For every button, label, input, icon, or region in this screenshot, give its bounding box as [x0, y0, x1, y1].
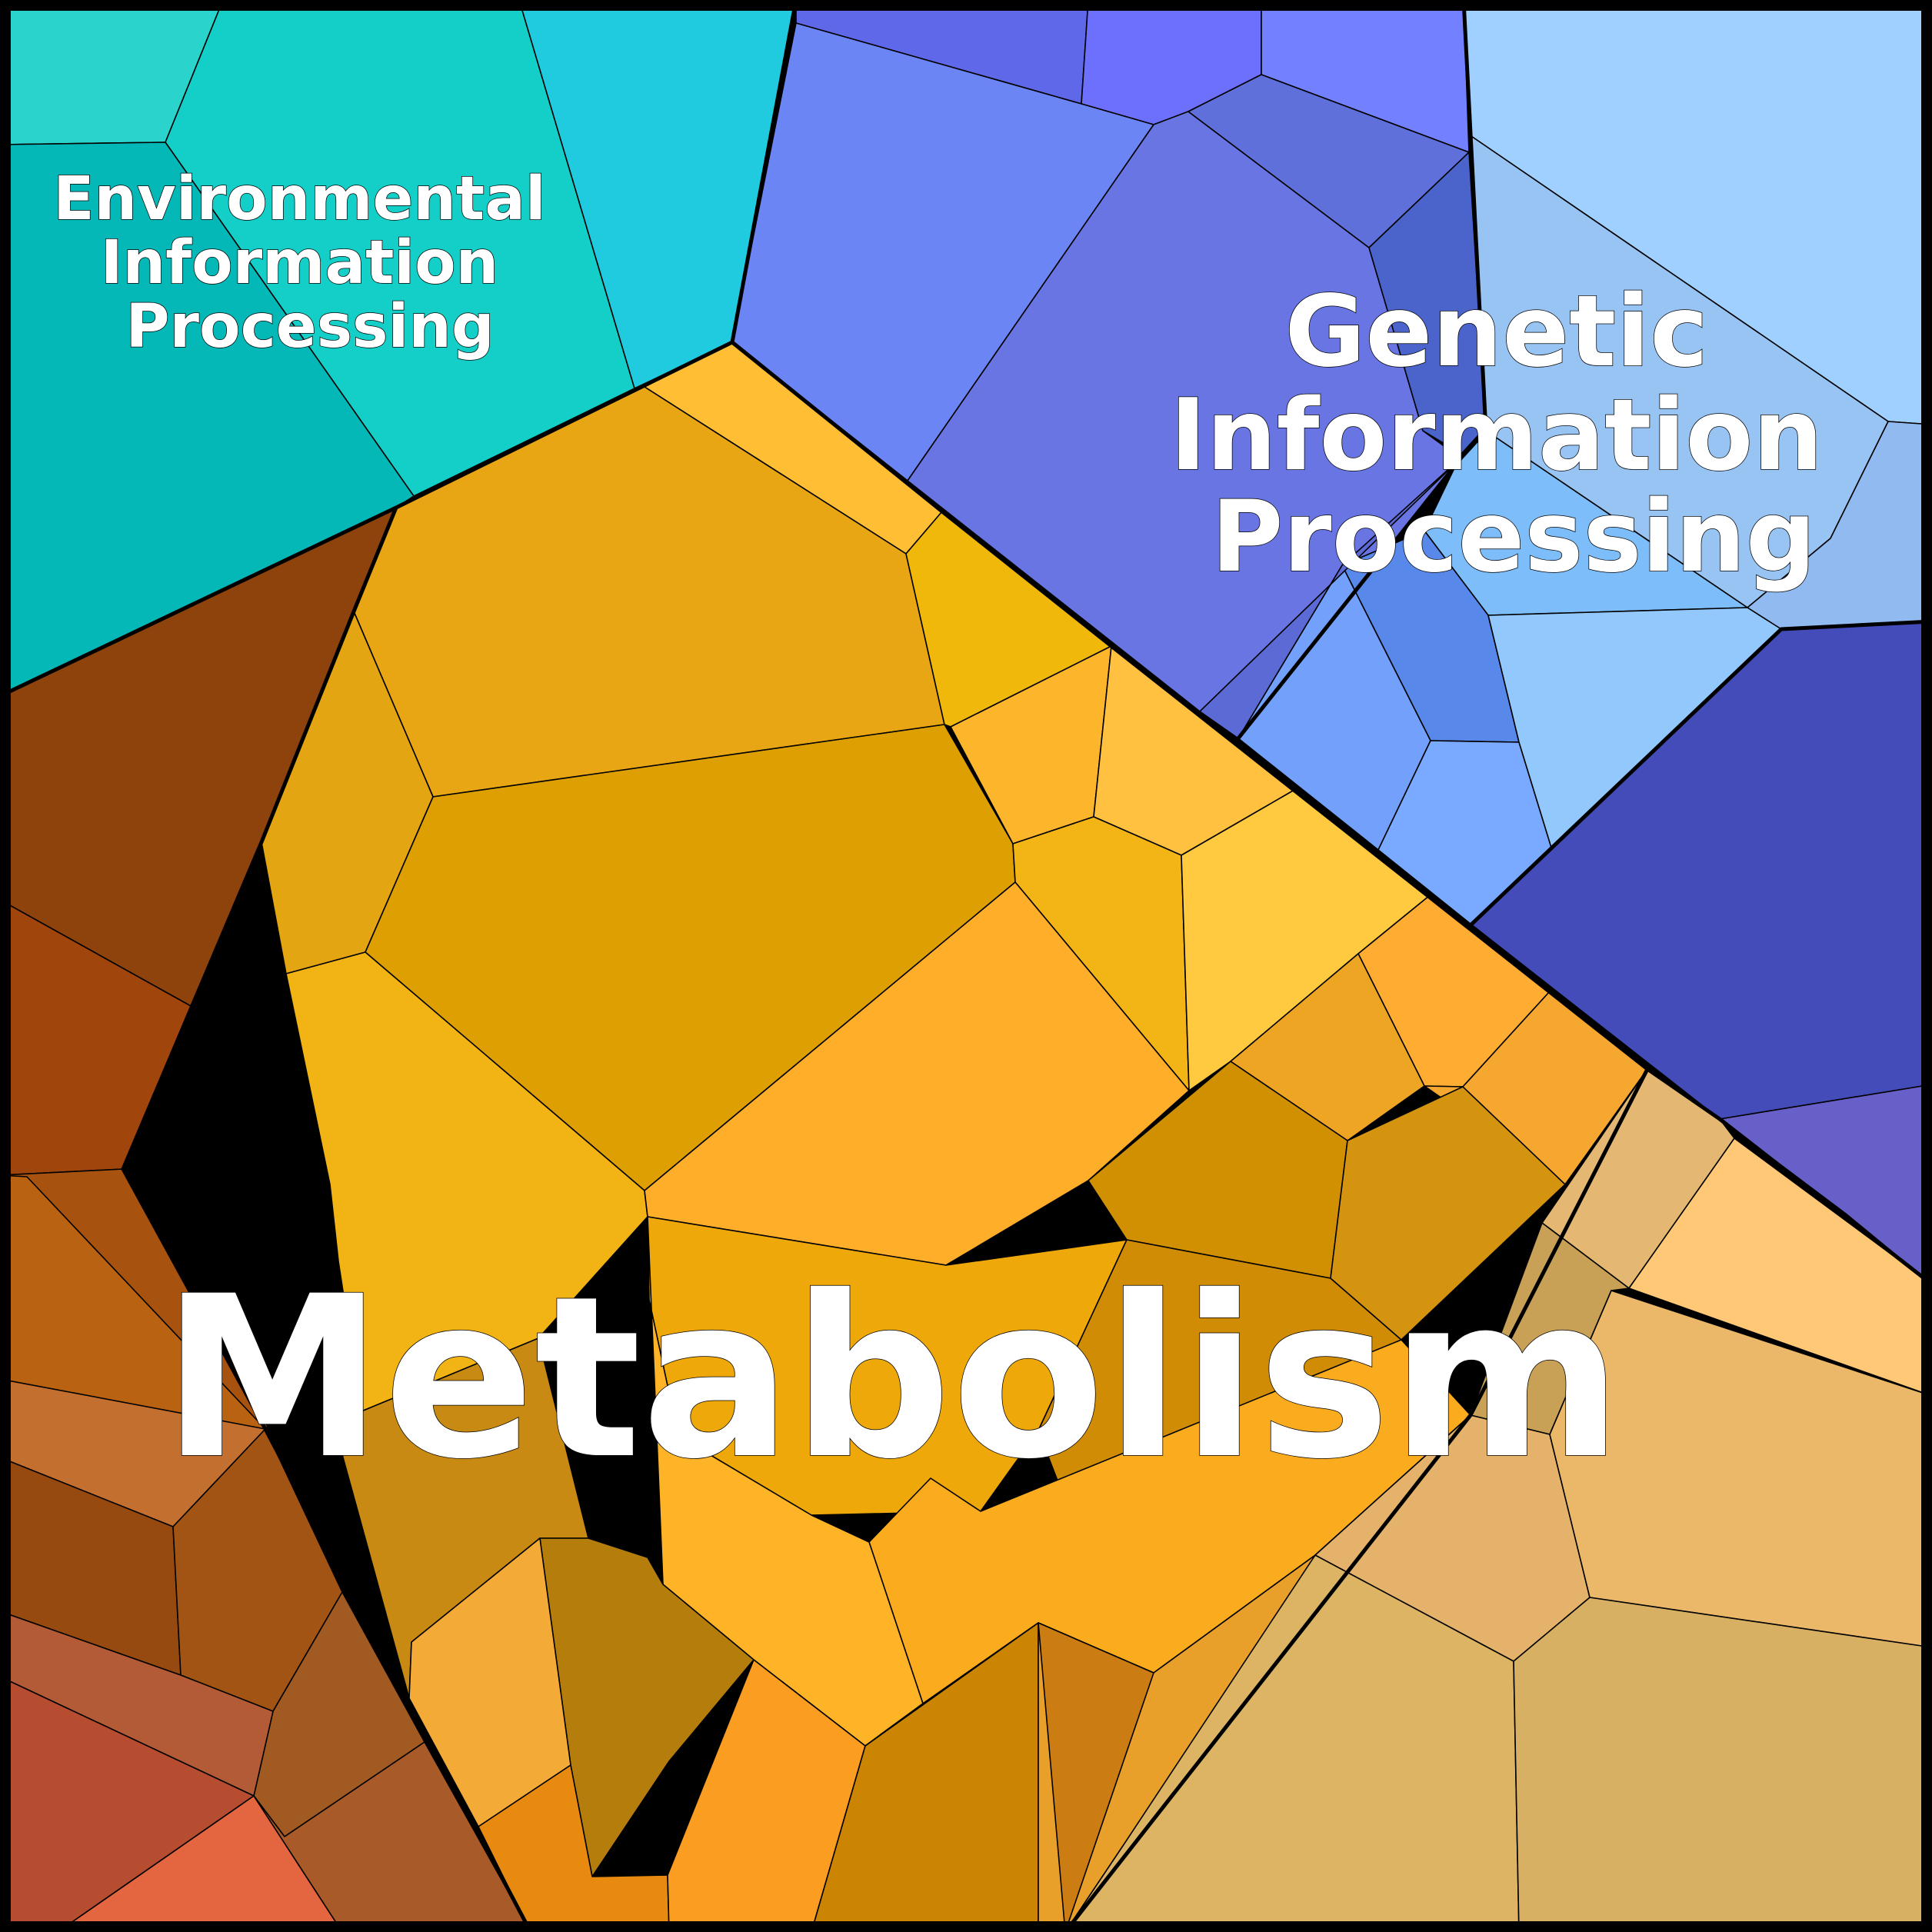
genetic-cell [1719, 1084, 1932, 1285]
category-border [1470, 619, 1932, 926]
metabolism-cell [1628, 1138, 1932, 1397]
category-border [1064, 1068, 1650, 1932]
metabolism-cell [1330, 1086, 1566, 1341]
metabolism-cell [1064, 1554, 1520, 1932]
category-border [121, 507, 533, 1932]
metabolism-cell [864, 1622, 1039, 1747]
category-border [1237, 429, 1487, 740]
category-border [1461, 0, 1488, 431]
metabolism-cell [408, 1537, 571, 1827]
genetic-cell [1199, 457, 1462, 739]
metabolism-cell [1513, 1597, 1932, 1932]
label-metabolism: Metabolism [162, 1249, 1623, 1508]
category-border [0, 0, 798, 698]
environmental-cell [165, 0, 635, 497]
genetic-cell [1368, 152, 1487, 455]
metabolism-cell [253, 1741, 531, 1932]
label-environmental-information-processing: Environmental Information Processing [53, 165, 567, 361]
metabolism-cell [0, 1611, 274, 1797]
metabolism-cell [0, 1676, 255, 1932]
metabolism-cell [1038, 1622, 1154, 1932]
category-border [731, 341, 1932, 1286]
label-genetic-information-processing: Genetic Information Processing [1170, 275, 1857, 595]
